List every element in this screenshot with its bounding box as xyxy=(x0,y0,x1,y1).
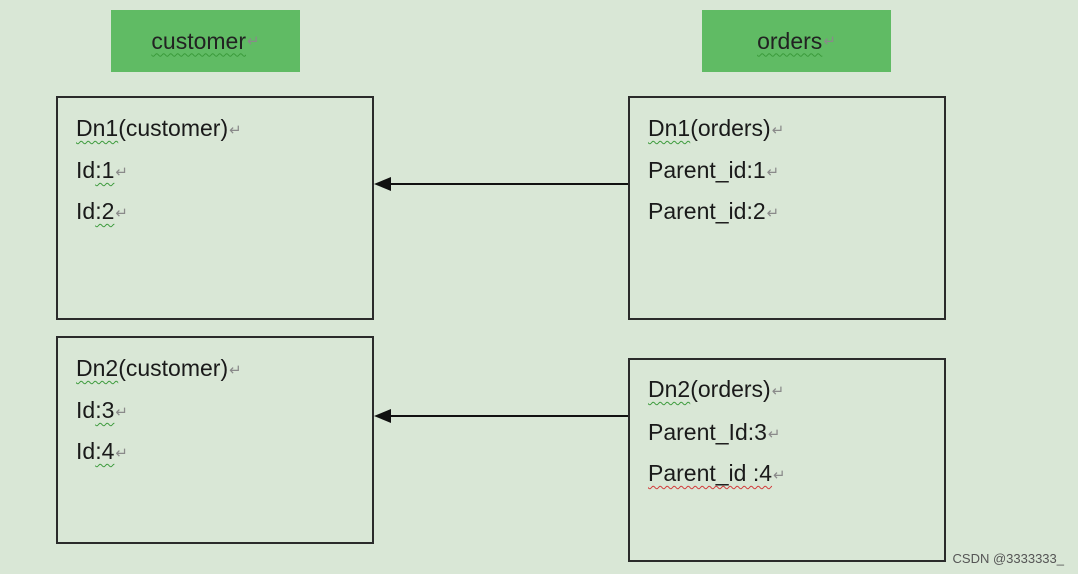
customer-box-dn2-title: Dn2(customer)↵ xyxy=(76,355,242,381)
watermark: CSDN @3333333_ xyxy=(952,551,1064,566)
paragraph-mark-icon: ↵ xyxy=(771,383,785,400)
paragraph-mark-icon: ↵ xyxy=(115,445,128,462)
paragraph-mark-icon: ↵ xyxy=(773,467,786,484)
paragraph-mark-icon: ↵ xyxy=(771,122,785,139)
paragraph-mark-icon: ↵ xyxy=(767,426,781,443)
paragraph-mark-icon: ↵ xyxy=(115,164,128,181)
customer-box-dn2-row: Id:4↵ xyxy=(76,438,128,464)
orders-box-dn1-row: Parent_id:1↵ xyxy=(648,157,780,183)
customer-box-dn2-row: Id:3↵ xyxy=(76,397,128,423)
paragraph-mark-icon: ↵ xyxy=(247,33,260,50)
customer-box-dn1 xyxy=(56,96,374,320)
customer-header-label: customer xyxy=(151,27,246,54)
paragraph-mark-icon: ↵ xyxy=(229,362,242,379)
paragraph-mark-icon: ↵ xyxy=(115,404,128,421)
paragraph-mark-icon: ↵ xyxy=(766,164,780,181)
paragraph-mark-icon: ↵ xyxy=(766,205,780,222)
orders-box-dn2 xyxy=(628,358,946,562)
orders-box-dn2-row: Parent_Id:3↵ xyxy=(648,419,781,445)
orders-box-dn1-title: Dn1(orders)↵ xyxy=(648,115,785,141)
orders-box-dn2-row: Parent_id :4↵ xyxy=(648,460,786,486)
customer-box-dn1-row: Id:2↵ xyxy=(76,198,128,224)
orders-header: orders↵ xyxy=(702,10,891,72)
orders-box-dn2-title: Dn2(orders)↵ xyxy=(648,376,785,402)
paragraph-mark-icon: ↵ xyxy=(823,33,836,50)
customer-box-dn2 xyxy=(56,336,374,544)
orders-header-label: orders xyxy=(757,27,823,54)
customer-box-dn1-row: Id:1↵ xyxy=(76,157,128,183)
arrow-orders-dn1-to-customer-dn1 xyxy=(374,177,628,191)
customer-header: customer↵ xyxy=(111,10,300,72)
arrow-orders-dn2-to-customer-dn2 xyxy=(374,409,628,423)
orders-box-dn1-row: Parent_id:2↵ xyxy=(648,198,780,224)
paragraph-mark-icon: ↵ xyxy=(115,205,128,222)
orders-box-dn1 xyxy=(628,96,946,320)
customer-box-dn1-title: Dn1(customer)↵ xyxy=(76,115,242,141)
paragraph-mark-icon: ↵ xyxy=(229,122,242,139)
